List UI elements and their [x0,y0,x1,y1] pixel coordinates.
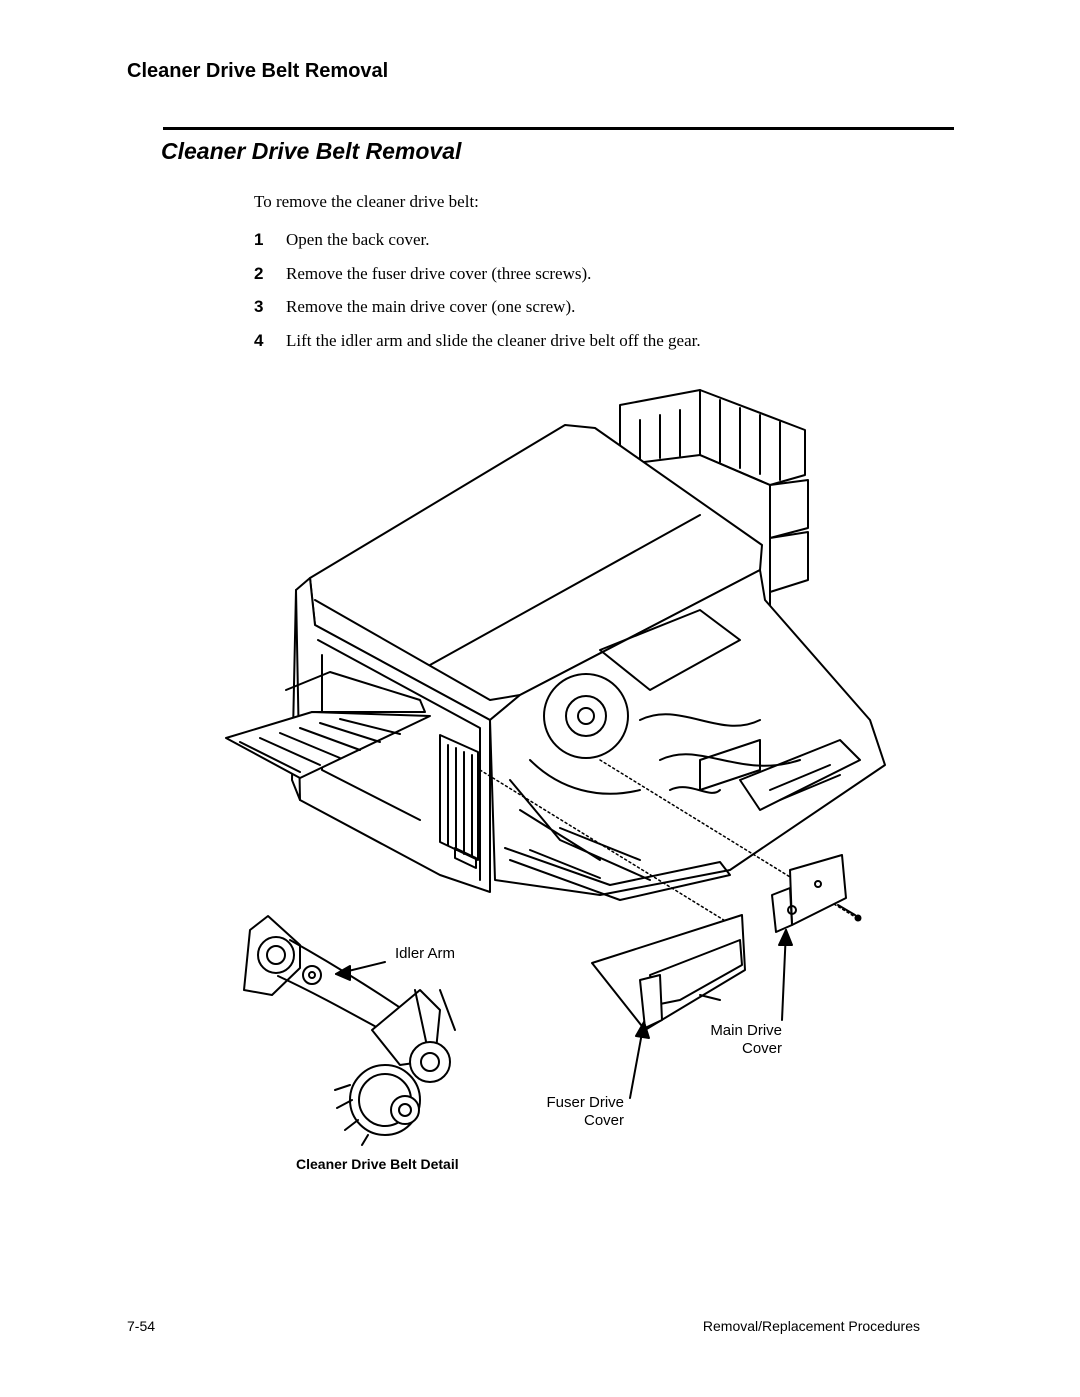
callout-line: Fuser Drive [546,1094,624,1111]
section-rule [163,127,954,130]
step-number: 4 [254,330,264,350]
running-header: Cleaner Drive Belt Removal [127,60,389,82]
paper-tray-stack [619,389,809,621]
step-item: 1 Open the back cover. [254,230,954,264]
fuser-drive-cover-part [591,914,746,1031]
step-list: 1 Open the back cover. 2 Remove the fuse… [254,230,954,364]
step-text: Remove the main drive cover (one screw). [286,297,576,316]
footer-chapter: Removal/Replacement Procedures [702,1318,920,1334]
step-text: Remove the fuser drive cover (three scre… [286,263,592,283]
step-text: Lift the idler arm and slide the cleaner… [286,330,701,350]
step-number: 1 [254,230,264,249]
callout-idler-arm: Idler Arm [395,945,456,962]
callout-fuser-drive-cover: Fuser Drive Cover [520,1094,624,1130]
step-number: 3 [254,297,264,316]
callout-arrows [335,929,793,1099]
page-number: 7-54 [127,1318,156,1334]
step-item: 2 Remove the fuser drive cover (three sc… [254,264,954,298]
step-number: 2 [254,263,264,283]
exposed-mechanism [489,569,886,901]
step-text: Open the back cover. [286,230,430,249]
printer-body [225,424,763,893]
callout-line: Main Drive [710,1022,782,1039]
callout-line: Cover [741,1040,782,1057]
main-drive-cover-part [771,854,862,933]
cleaner-drive-belt-detail [243,915,456,1146]
intro-text: To remove the cleaner drive belt: [254,192,479,211]
callout-main-drive-cover: Main Drive Cover [690,1022,782,1058]
section-title: Cleaner Drive Belt Removal [161,138,462,164]
step-item: 4 Lift the idler arm and slide the clean… [254,331,954,365]
figure-caption: Cleaner Drive Belt Detail [296,1156,459,1172]
step-item: 3 Remove the main drive cover (one screw… [254,297,954,331]
callout-line: Cover [583,1112,624,1129]
